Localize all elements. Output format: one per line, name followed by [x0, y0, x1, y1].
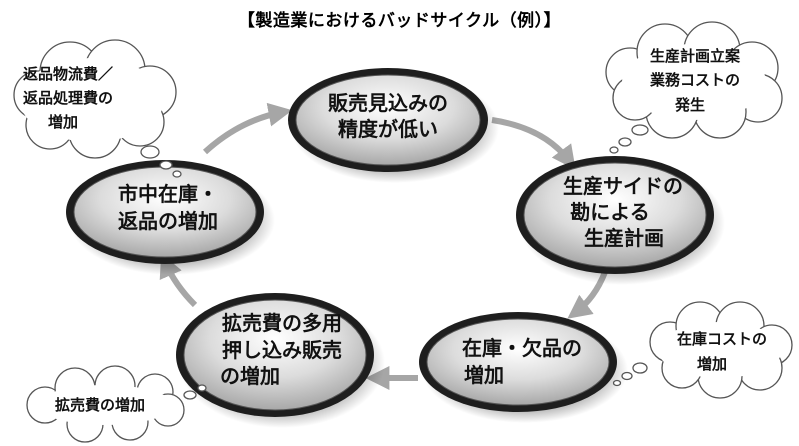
- node-push-sales: 拡売費の多用 押し込み販売 の増加: [176, 293, 385, 428]
- cloud-label-line: 発生: [674, 96, 705, 114]
- cloud-label-line: 業務コストの: [649, 71, 740, 89]
- cloud-return-costs: 返品物流費／ 返品処理費の 増加: [13, 39, 182, 178]
- arrow-market-to-forecast: [202, 102, 293, 155]
- node-label-line: 生産サイドの: [563, 174, 683, 198]
- node-label-line: の増加: [220, 364, 280, 388]
- node-label-line: 拡売費の多用: [222, 311, 342, 335]
- node-label-line: 返品の増加: [118, 209, 218, 233]
- cloud-inventory-costs: 在庫コストの 増加: [612, 301, 793, 399]
- cloud-label-line: 生産計画立案: [650, 47, 741, 65]
- node-sales-forecast: 販売見込みの 精度が低い: [288, 68, 499, 183]
- node-label-line: 生産計画: [584, 226, 664, 250]
- cloud-label-line: 在庫コストの: [677, 330, 767, 348]
- node-label-line: 押し込み販売: [222, 338, 342, 362]
- arrow-forecast-to-plan: [491, 117, 576, 170]
- node-label-line: 市中在庫・: [118, 182, 218, 206]
- node-label-line: 在庫・欠品の: [462, 336, 582, 360]
- cloud-label-line: 増加: [48, 113, 78, 131]
- cloud-promotion-costs: 拡売費の増加: [26, 365, 207, 443]
- diagram-title: 【製造業におけるバッドサイクル（例）】: [237, 11, 562, 31]
- node-market-inventory: 市中在庫・ 返品の増加: [66, 160, 275, 275]
- cloud-planning-costs: 生産計画立案 業務コストの 発生: [605, 21, 783, 154]
- node-label-line: 勘による: [570, 200, 649, 224]
- cloud-label-line: 拡売費の増加: [55, 396, 145, 414]
- node-label-line: 増加: [464, 363, 504, 387]
- cloud-label-line: 返品処理費の: [23, 89, 113, 107]
- cloud-label-line: 返品物流費／: [23, 65, 113, 83]
- node-inventory-shortage: 在庫・欠品の 増加: [419, 312, 628, 423]
- node-production-plan: 生産サイドの 勘による 生産計画: [516, 156, 725, 285]
- cloud-label-line: 増加: [697, 355, 727, 373]
- node-label-line: 販売見込みの: [328, 91, 448, 115]
- node-label-line: 精度が低い: [338, 117, 438, 141]
